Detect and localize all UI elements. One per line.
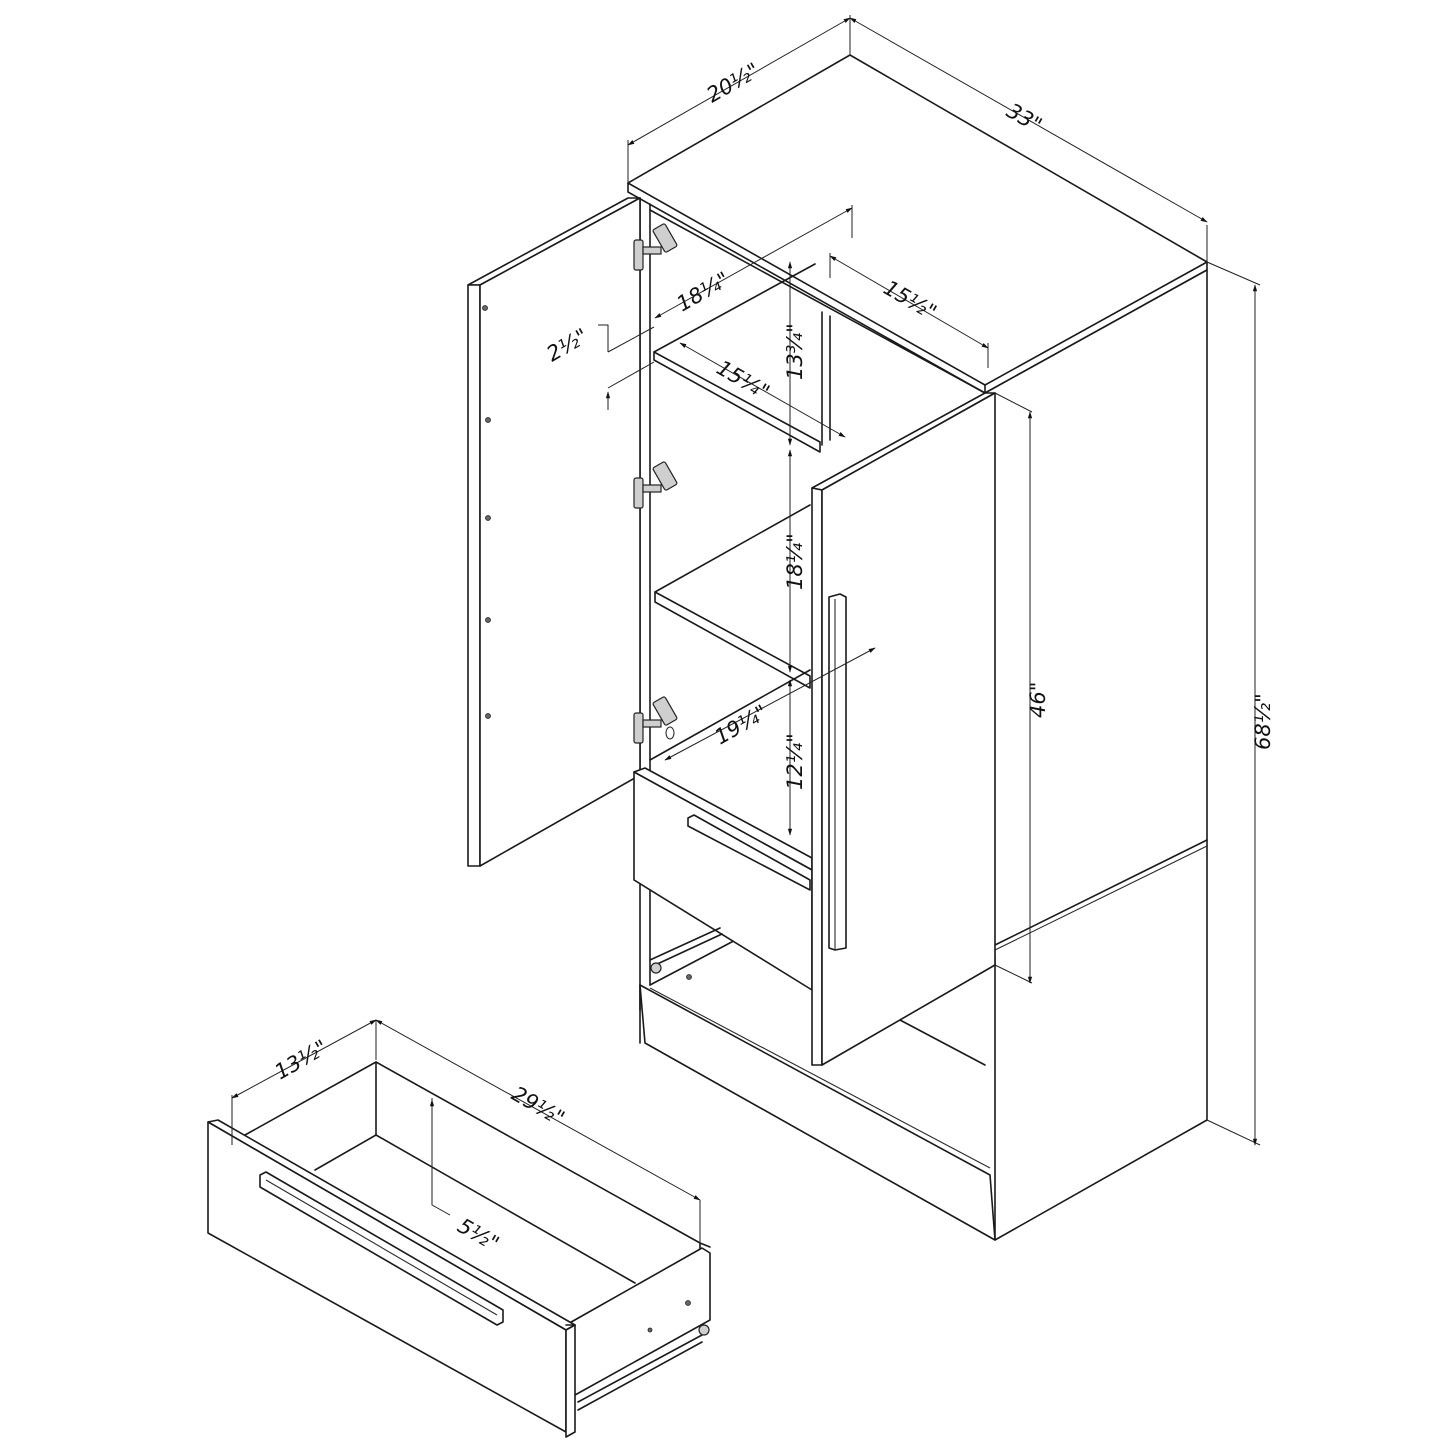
hinge-middle [633, 461, 678, 509]
label-overall-height: 68½" [1251, 693, 1275, 750]
shelf-pin-hole [482, 305, 488, 311]
label-drawer-width: 29½" [508, 1082, 569, 1131]
label-overall-depth: 20½" [703, 58, 764, 107]
label-interior-depth-top: 18¼" [673, 267, 734, 316]
label-top-compartment-height: 13¾" [783, 323, 807, 380]
shelf-pin-hole [485, 515, 491, 521]
label-overall-width: 33" [1003, 99, 1047, 138]
drawer-pulled-out [207, 1019, 711, 1438]
label-door-height: 46" [1026, 682, 1050, 718]
shelf-pin-hole [485, 713, 491, 719]
drawer-front-handle [259, 1171, 504, 1326]
label-lower-compartment-depth: 19¼" [711, 700, 772, 749]
label-middle-compartment-height: 18¼" [783, 533, 807, 590]
shelf-pin-hole [485, 617, 491, 623]
label-lower-compartment-height: 12¼" [783, 733, 807, 790]
door-handle [828, 593, 847, 951]
middle-shelf [654, 591, 811, 689]
shelf-pin-hole [485, 417, 491, 423]
cabinet-drawer [633, 767, 813, 991]
dimension-lines [598, 15, 1261, 1146]
left-door-open [467, 197, 641, 867]
right-door-closed [811, 392, 996, 1066]
label-drawer-depth: 13½" [271, 1035, 332, 1084]
drawer-handle [687, 814, 811, 891]
cabinet-right-side [984, 269, 1208, 1241]
